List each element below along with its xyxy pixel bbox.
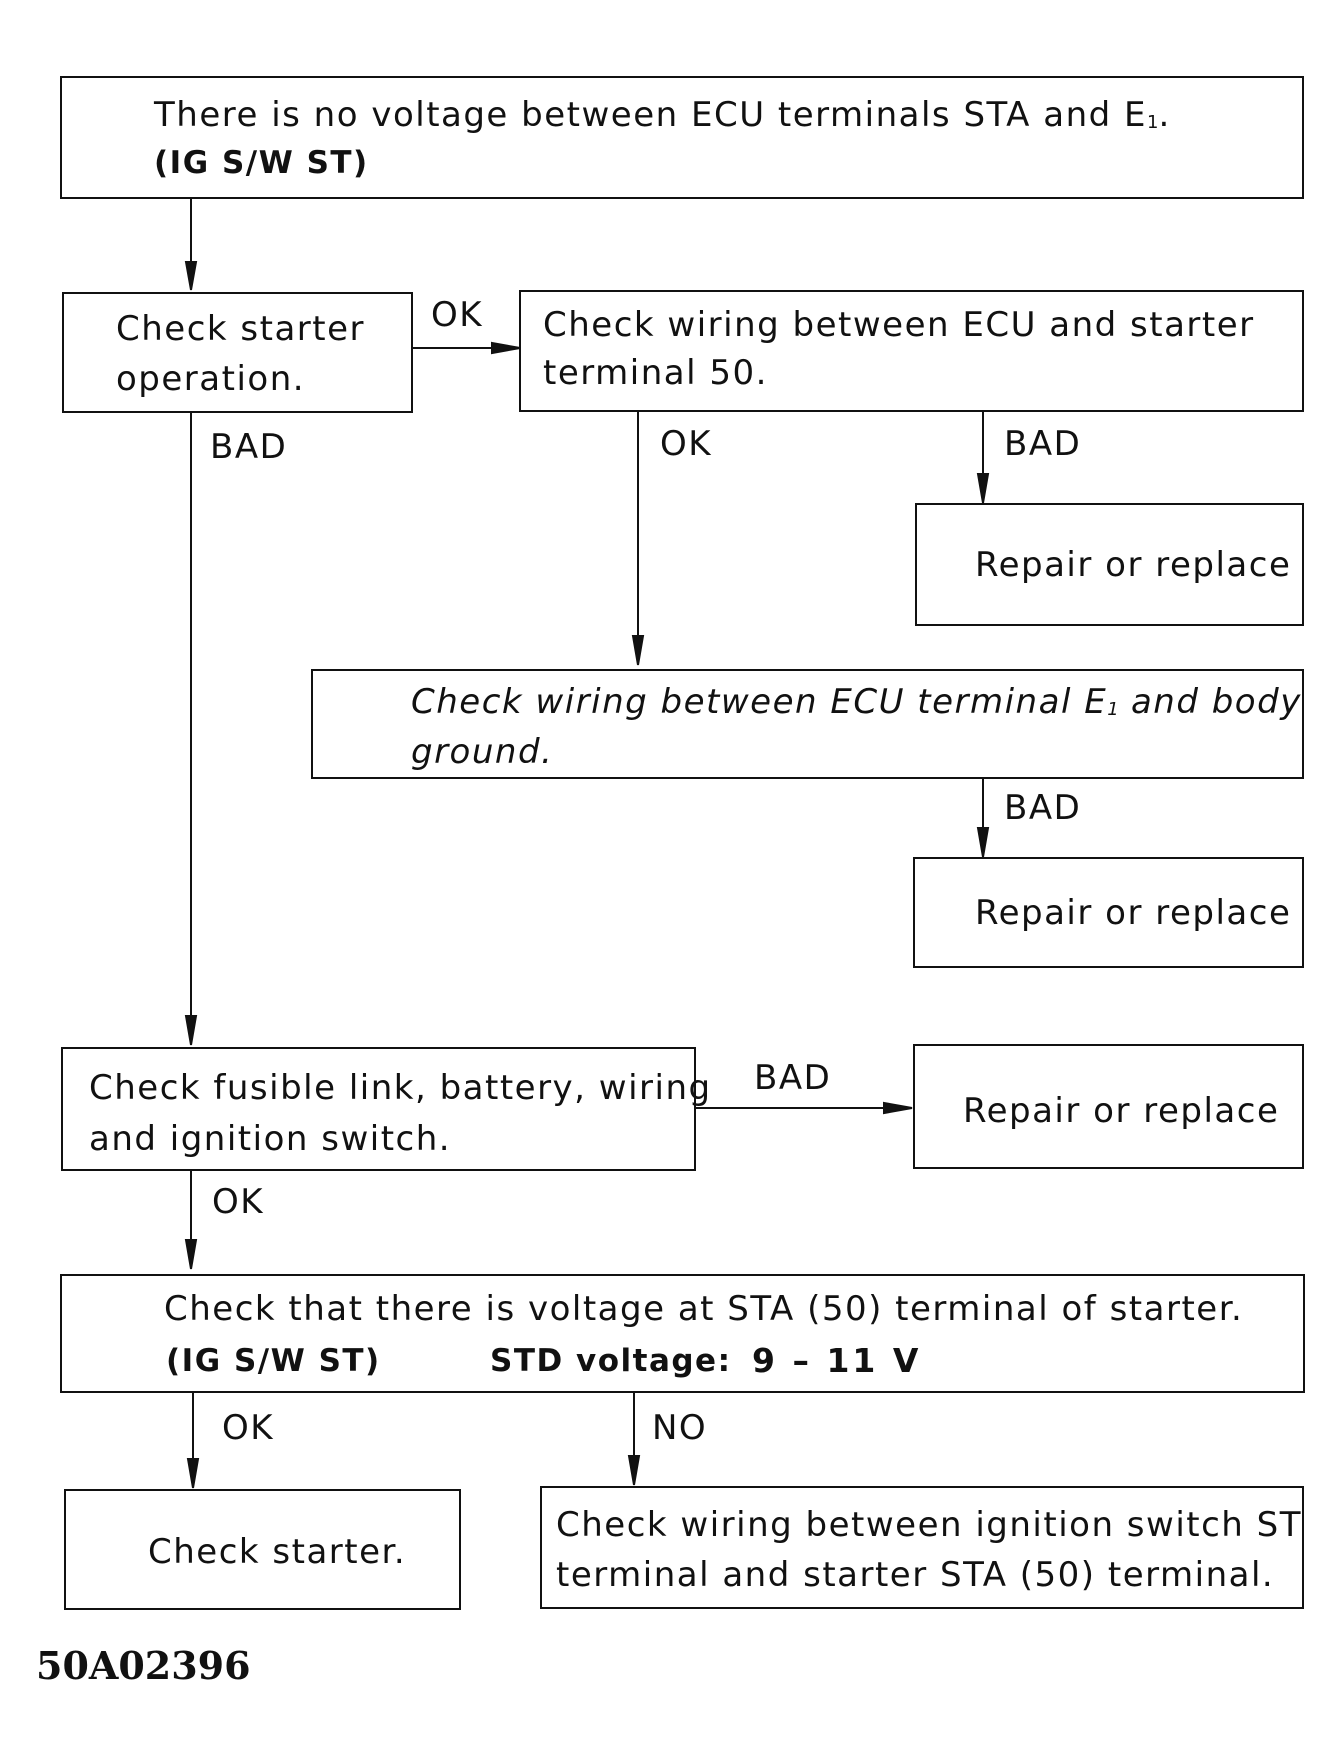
check-fusible-link-box: Check fusible link, battery, wiring and … xyxy=(61,1047,710,1171)
check-starter-text: Check starter. xyxy=(148,1532,407,1572)
check-starter-operation-box: Check starter operation. xyxy=(62,292,413,413)
edge-label-w50-ok: OK xyxy=(660,424,713,464)
edge-label-op-ok: OK xyxy=(431,295,484,335)
check-wiring-e1-ground-line1: Check wiring between ECU terminal E1 and… xyxy=(411,682,1302,722)
figure-code: 50A02396 xyxy=(36,1643,251,1688)
check-wiring-e1-ground-box: Check wiring between ECU terminal E1 and… xyxy=(311,669,1304,779)
repair-or-replace-text-2: Repair or replace xyxy=(975,893,1292,933)
arrowhead xyxy=(184,261,198,291)
check-sta-voltage-std-value: 9 – 11 V xyxy=(752,1341,922,1380)
arrowhead xyxy=(976,827,990,858)
start-condition-line2: (IG S/W ST) xyxy=(154,145,369,181)
edge-label-volt-no: NO xyxy=(652,1408,708,1448)
check-ignition-wiring-line2: terminal and starter STA (50) terminal. xyxy=(556,1555,1275,1595)
check-fusible-link-line2: and ignition switch. xyxy=(89,1119,452,1159)
start-condition-line1: There is no voltage between ECU terminal… xyxy=(154,95,1171,135)
arrowhead xyxy=(491,341,521,355)
check-sta-voltage-box: Check that there is voltage at STA (50) … xyxy=(60,1274,1305,1393)
arrowhead xyxy=(186,1458,200,1489)
repair-or-replace-text-3: Repair or replace xyxy=(963,1091,1280,1131)
edge-label-fus-bad: BAD xyxy=(754,1058,832,1098)
repair-or-replace-box-3: Repair or replace xyxy=(913,1044,1304,1169)
check-ignition-wiring-box: Check wiring between ignition switch ST … xyxy=(540,1486,1304,1609)
check-wiring-terminal-50-box: Check wiring between ECU and starter ter… xyxy=(519,290,1304,412)
check-fusible-link-line1: Check fusible link, battery, wiring xyxy=(89,1068,712,1108)
arrowhead xyxy=(184,1015,198,1046)
start-condition-box: There is no voltage between ECU terminal… xyxy=(60,76,1304,199)
arrowhead xyxy=(976,473,990,504)
check-starter-box: Check starter. xyxy=(64,1489,461,1610)
edge-label-fus-ok: OK xyxy=(212,1182,265,1222)
arrowhead xyxy=(883,1101,913,1115)
edge-label-e1-bad: BAD xyxy=(1004,788,1082,828)
check-starter-operation-line1: Check starter xyxy=(116,309,365,349)
repair-or-replace-text-1: Repair or replace xyxy=(975,545,1292,585)
check-sta-voltage-line1: Check that there is voltage at STA (50) … xyxy=(164,1289,1244,1329)
arrowhead xyxy=(627,1455,641,1486)
check-wiring-e1-ground-line2: ground. xyxy=(411,732,554,772)
edge-label-w50-bad: BAD xyxy=(1004,424,1082,464)
check-ignition-wiring-line1: Check wiring between ignition switch ST xyxy=(556,1505,1303,1545)
repair-or-replace-box-1: Repair or replace xyxy=(915,503,1304,626)
arrowhead xyxy=(184,1239,198,1270)
check-sta-voltage-std-label: STD voltage: xyxy=(490,1343,732,1379)
repair-or-replace-box-2: Repair or replace xyxy=(913,857,1304,968)
check-wiring-terminal-50-line2: terminal 50. xyxy=(543,353,768,393)
check-sta-voltage-ig-sw: (IG S/W ST) xyxy=(166,1343,381,1379)
edge-label-op-bad: BAD xyxy=(210,427,288,467)
arrowhead xyxy=(631,635,645,666)
check-starter-operation-line2: operation. xyxy=(116,359,306,399)
edge-label-volt-ok: OK xyxy=(222,1408,275,1448)
check-wiring-terminal-50-line1: Check wiring between ECU and starter xyxy=(543,305,1255,345)
